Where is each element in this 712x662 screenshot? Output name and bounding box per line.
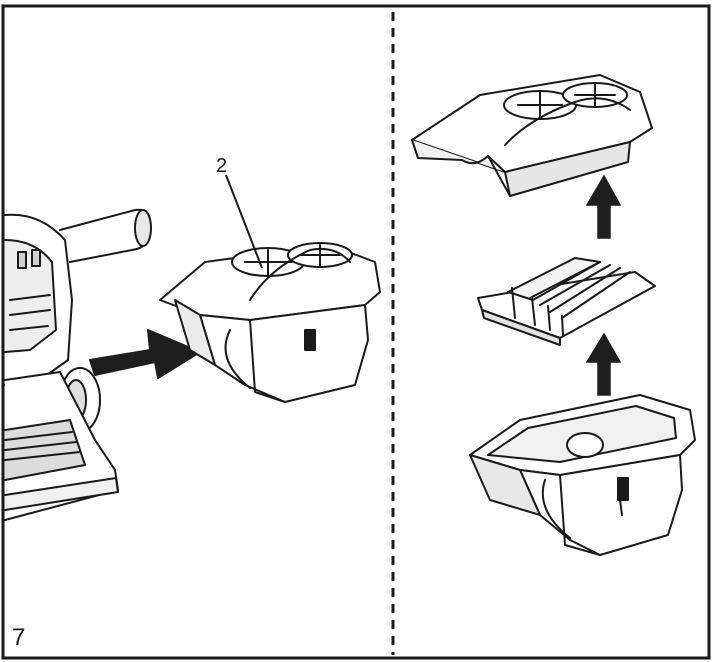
lift-arrow-icon-upper — [585, 174, 622, 239]
push-arrow-icon — [89, 329, 201, 379]
sander-body-illustration — [4, 208, 152, 521]
callout-leader — [225, 174, 263, 269]
callout-label: 2 — [216, 155, 227, 177]
figure-number: 7 — [12, 624, 25, 651]
lift-arrow-icon-lower — [585, 332, 622, 396]
dust-box-top-cover — [411, 74, 653, 197]
dust-box-assembled — [159, 242, 381, 403]
dust-box-container — [469, 394, 696, 556]
pleated-filter-element — [477, 257, 656, 346]
